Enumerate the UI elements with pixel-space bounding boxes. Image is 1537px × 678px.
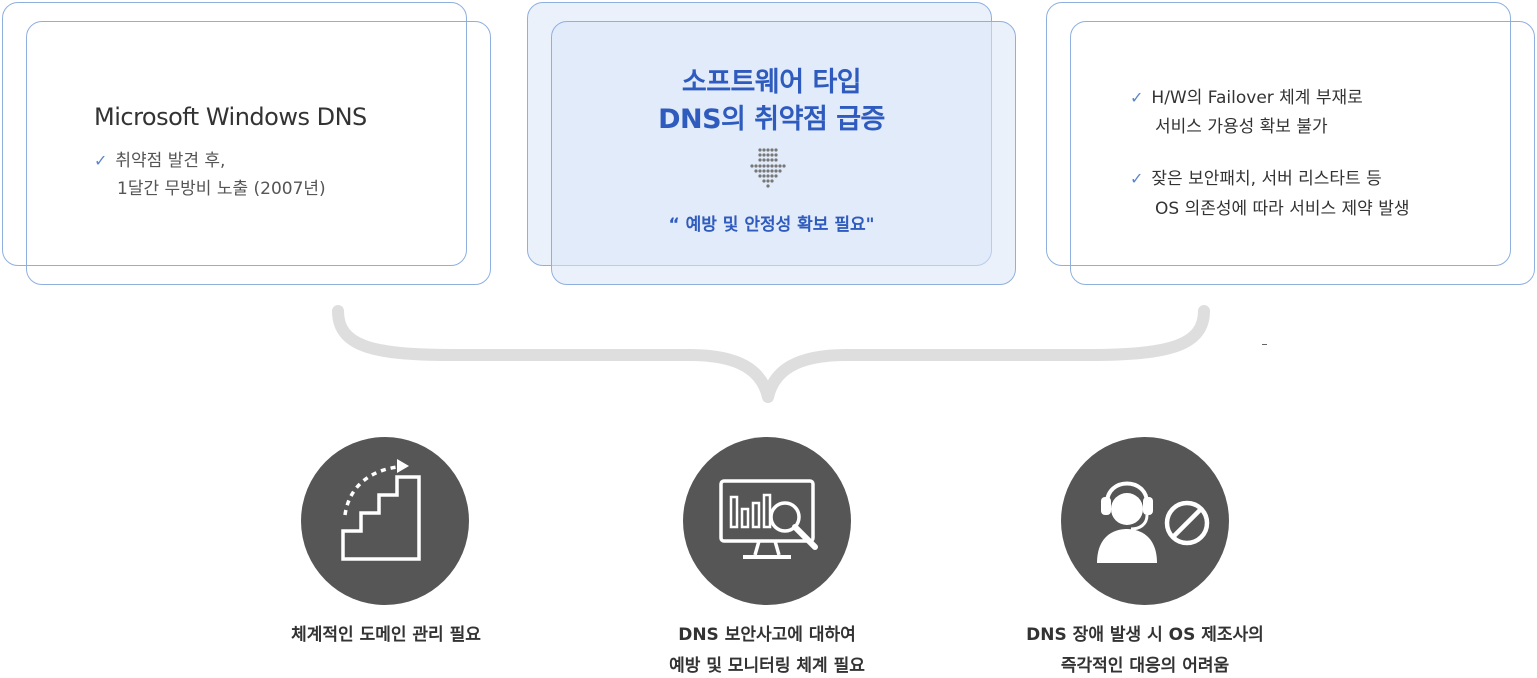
dotted-arrow-down-icon xyxy=(750,148,786,188)
card-left-bullet-line1: 취약점 발견 후, xyxy=(115,151,226,171)
feature-caption-3: DNS 장애 발생 시 OS 제조사의 즉각적인 대응의 어려움 xyxy=(985,620,1305,676)
feature-circle-3 xyxy=(1061,437,1229,605)
card-left-bullet-line2: 1달간 무방비 노출 (2007년) xyxy=(117,179,326,199)
card-right-front xyxy=(1070,21,1535,285)
monitor-chart-search-icon xyxy=(719,479,818,559)
card-center-quote: “ 예방 및 안정성 확보 필요" xyxy=(668,215,875,235)
feature-caption-2: DNS 보안사고에 대하여 예방 및 모니터링 체계 필요 xyxy=(607,620,927,676)
card-center-title-line1: 소프트웨어 타입 xyxy=(681,67,862,98)
card-right-bullet1-line1: H/W의 Failover 체계 부재로 xyxy=(1151,88,1363,108)
card-right-bullet2-line2: OS 의존성에 따라 서비스 제약 발생 xyxy=(1155,199,1410,219)
card-right-bullet1-line2: 서비스 가용성 확보 불가 xyxy=(1155,117,1328,137)
check-icon: ✓ xyxy=(94,151,108,170)
card-right-bullet2: ✓ 잦은 보안패치, 서버 리스타트 등 xyxy=(1130,164,1382,189)
feature-caption-3-line2: 즉각적인 대응의 어려움 xyxy=(1060,656,1230,676)
card-right-back xyxy=(1046,2,1511,266)
headset-user-blocked-icon xyxy=(1097,481,1210,563)
feature-caption-2-line2: 예방 및 모니터링 체계 필요 xyxy=(669,656,865,676)
card-left-back xyxy=(2,2,467,266)
check-icon: ✓ xyxy=(1130,169,1144,188)
card-right-bullet2-line1: 잦은 보안패치, 서버 리스타트 등 xyxy=(1151,169,1382,189)
feature-caption-3-line1: DNS 장애 발생 시 OS 제조사의 xyxy=(1026,625,1264,645)
stairs-arrow-icon xyxy=(341,459,421,561)
feature-caption-1-line1: 체계적인 도메인 관리 필요 xyxy=(291,625,481,645)
curly-brace-connector xyxy=(332,305,1210,403)
card-right-bullet1: ✓ H/W의 Failover 체계 부재로 xyxy=(1130,83,1363,108)
feature-circle-1 xyxy=(301,437,469,605)
card-center-title-line2: DNS의 취약점 급증 xyxy=(658,104,885,135)
stray-dash xyxy=(1262,344,1267,345)
card-left-bullet: ✓ 취약점 발견 후, xyxy=(94,146,225,171)
check-icon: ✓ xyxy=(1130,88,1144,107)
feature-circle-2 xyxy=(683,437,851,605)
feature-caption-1: 체계적인 도메인 관리 필요 xyxy=(226,620,546,645)
card-left-title: Microsoft Windows DNS xyxy=(94,103,367,131)
card-center-front xyxy=(551,21,1016,285)
card-left-front xyxy=(26,21,491,285)
feature-caption-2-line1: DNS 보안사고에 대하여 xyxy=(678,625,856,645)
